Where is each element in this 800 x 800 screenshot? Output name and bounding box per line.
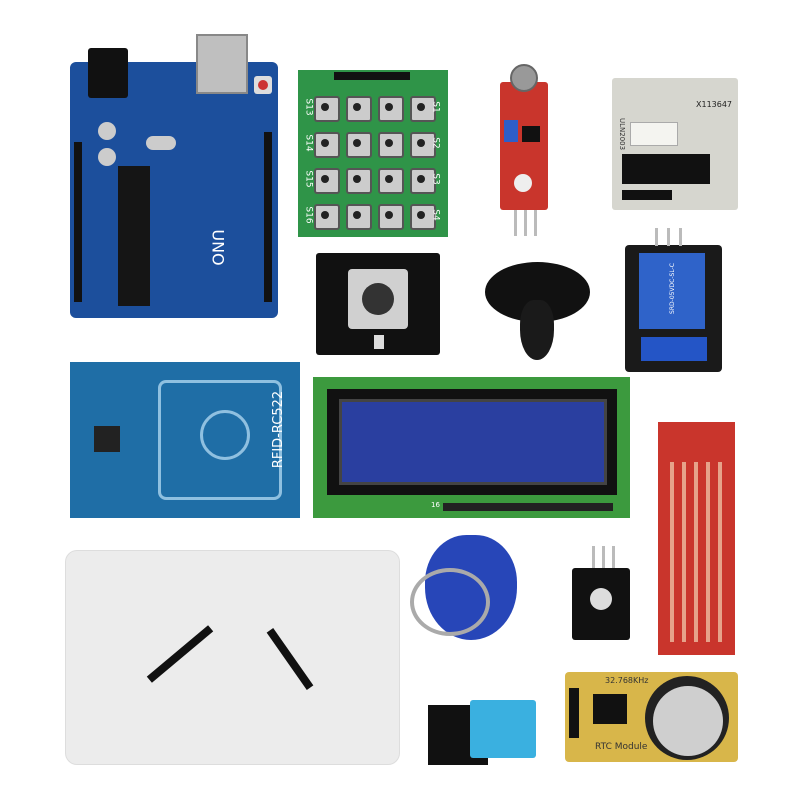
keypad-button bbox=[346, 168, 372, 194]
microphone-module bbox=[500, 64, 548, 210]
keypad-button bbox=[378, 132, 404, 158]
arduino-uno-board: UNO bbox=[70, 34, 278, 318]
power-jack bbox=[88, 48, 128, 98]
keypad-label: S14 bbox=[303, 134, 314, 152]
keypad-button bbox=[346, 96, 372, 122]
joystick-cap-stem bbox=[520, 300, 554, 360]
keypad-button bbox=[346, 132, 372, 158]
crystal bbox=[146, 136, 176, 150]
terminal-block bbox=[641, 337, 707, 361]
keypad-label: S15 bbox=[303, 170, 314, 188]
relay-label: SRD-05VDC-SL-C bbox=[668, 263, 676, 314]
keypad-button bbox=[314, 96, 340, 122]
header-left bbox=[74, 142, 82, 302]
keypad-button bbox=[314, 132, 340, 158]
keypad-button bbox=[378, 168, 404, 194]
rtc-freq-label: 32.768KHz bbox=[605, 676, 649, 685]
driver-code: X113647 bbox=[696, 100, 733, 109]
keypad-label: S2 bbox=[430, 137, 441, 149]
microphone bbox=[510, 64, 538, 92]
keypad-button bbox=[410, 132, 436, 158]
connector bbox=[630, 122, 678, 146]
lcd1602-module: 16 bbox=[313, 377, 630, 518]
capacitor bbox=[98, 122, 116, 140]
keypad-button bbox=[314, 204, 340, 230]
rfid-antenna bbox=[158, 380, 282, 500]
uln2003-chip bbox=[622, 154, 710, 184]
atmega-chip bbox=[118, 166, 150, 306]
keypad-button bbox=[410, 96, 436, 122]
lcd-pin-label: 16 bbox=[431, 501, 440, 509]
header-right bbox=[264, 132, 272, 302]
lcd-screen bbox=[339, 399, 607, 485]
keypad-button bbox=[314, 168, 340, 194]
relay: SRD-05VDC-SL-C bbox=[639, 253, 705, 329]
rtc-module: 32.768KHz RTC Module bbox=[565, 672, 738, 762]
keypad-button bbox=[346, 204, 372, 230]
rtc-battery bbox=[645, 676, 729, 760]
usb-port bbox=[196, 34, 248, 94]
stepper-driver-module: X113647 ULN2003 bbox=[612, 78, 738, 210]
chip-label: ULN2003 bbox=[618, 118, 626, 151]
reset-button bbox=[254, 76, 272, 94]
uno-label: UNO bbox=[208, 229, 228, 266]
capacitor bbox=[98, 148, 116, 166]
rfid-label: RFID-RC522 bbox=[271, 390, 287, 469]
keypad-button bbox=[378, 96, 404, 122]
potentiometer bbox=[504, 120, 518, 142]
keypad-label: S3 bbox=[430, 173, 441, 185]
keypad-button bbox=[378, 204, 404, 230]
keypad-module: S13 S14 S15 S16 S1 S2 S3 S4 bbox=[298, 70, 448, 237]
keypad-label: S4 bbox=[430, 209, 441, 221]
rfid-rc522-module: RFID-RC522 bbox=[70, 362, 300, 518]
dht11-sensor bbox=[470, 700, 536, 758]
water-level-sensor bbox=[658, 422, 735, 655]
keypad-button bbox=[410, 168, 436, 194]
keypad-label: S1 bbox=[430, 101, 441, 113]
led-module bbox=[572, 568, 630, 640]
keypad-label: S16 bbox=[303, 206, 314, 224]
keypad-button bbox=[410, 204, 436, 230]
keypad-label: S13 bbox=[303, 98, 314, 116]
rtc-label: RTC Module bbox=[595, 742, 648, 752]
rfid-card bbox=[65, 550, 400, 765]
relay-module: SRD-05VDC-SL-C bbox=[625, 245, 722, 372]
joystick-module bbox=[316, 253, 440, 355]
lcd-pin-header bbox=[443, 503, 613, 511]
key-ring bbox=[410, 568, 490, 636]
